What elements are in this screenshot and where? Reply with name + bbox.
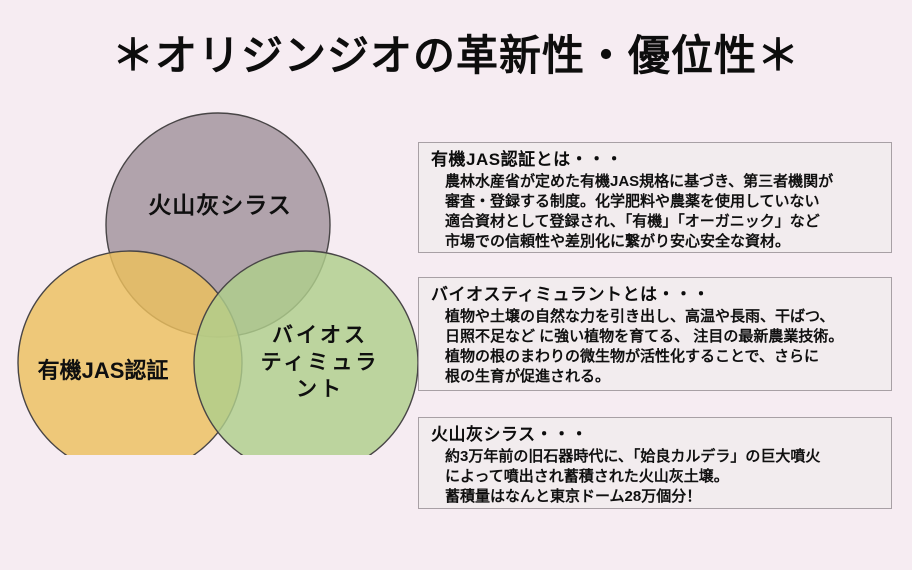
info-box-body: 農林水産省が定めた有機JAS規格に基づき、第三者機関が 審査・登録する制度。化学…	[445, 172, 881, 251]
info-box-line: 植物の根のまわりの微生物が活性化することで、さらに	[445, 347, 819, 365]
venn-diagram-svg	[17, 112, 418, 455]
venn-diagram: 火山灰シラス 有機JAS認証 バイオス ティミュラ ント	[8, 105, 418, 455]
info-box-body: 約3万年前の旧石器時代に、「姶良カルデラ」の巨大噴火 によって噴出され蓄積された…	[445, 447, 881, 506]
info-box-biostimulant: バイオスティミュラントとは・・・ 植物や土壌の自然な力を引き出し、高温や長雨、干…	[418, 277, 892, 391]
info-box-line: 審査・登録する制度。化学肥料や農薬を使用していない	[445, 193, 820, 211]
page-title: ＊オリジンジオの革新性・優位性＊	[111, 32, 800, 79]
info-box-line: 根の生育が促進される。	[445, 367, 611, 385]
info-box-line: 日照不足など に強い植物を育てる、 注目の最新農業技術。	[445, 328, 844, 346]
info-box-line: 適合資材として登録され、「有機」「オーガニック」など	[445, 212, 820, 230]
info-box-title: 有機JAS認証とは・・・	[431, 150, 624, 169]
info-box-line: 約3万年前の旧石器時代に、「姶良カルデラ」の巨大噴火	[445, 448, 821, 466]
venn-circle-bio	[193, 250, 418, 455]
info-box-body: 植物や土壌の自然な力を引き出し、高温や長雨、干ばつ、 日照不足など に強い植物を…	[445, 307, 881, 386]
info-box-line: 植物や土壌の自然な力を引き出し、高温や長雨、干ばつ、	[445, 308, 835, 326]
info-box-line: 農林水産省が定めた有機JAS規格に基づき、第三者機関が	[445, 173, 834, 191]
info-box-title: 火山灰シラス・・・	[431, 425, 589, 444]
info-box-line: によって噴出され蓄積された火山灰土壌。	[445, 468, 729, 486]
info-box-line: 蓄積量はなんと東京ドーム28万個分！	[445, 487, 702, 505]
info-box-organic-jas: 有機JAS認証とは・・・ 農林水産省が定めた有機JAS規格に基づき、第三者機関が…	[418, 142, 892, 253]
info-box-volcanic-ash-shirasu: 火山灰シラス・・・ 約3万年前の旧石器時代に、「姶良カルデラ」の巨大噴火 によっ…	[418, 417, 892, 509]
info-box-title: バイオスティミュラントとは・・・	[431, 285, 710, 304]
info-box-line: 市場での信頼性や差別化に繋がり安心安全な資材。	[445, 232, 791, 250]
